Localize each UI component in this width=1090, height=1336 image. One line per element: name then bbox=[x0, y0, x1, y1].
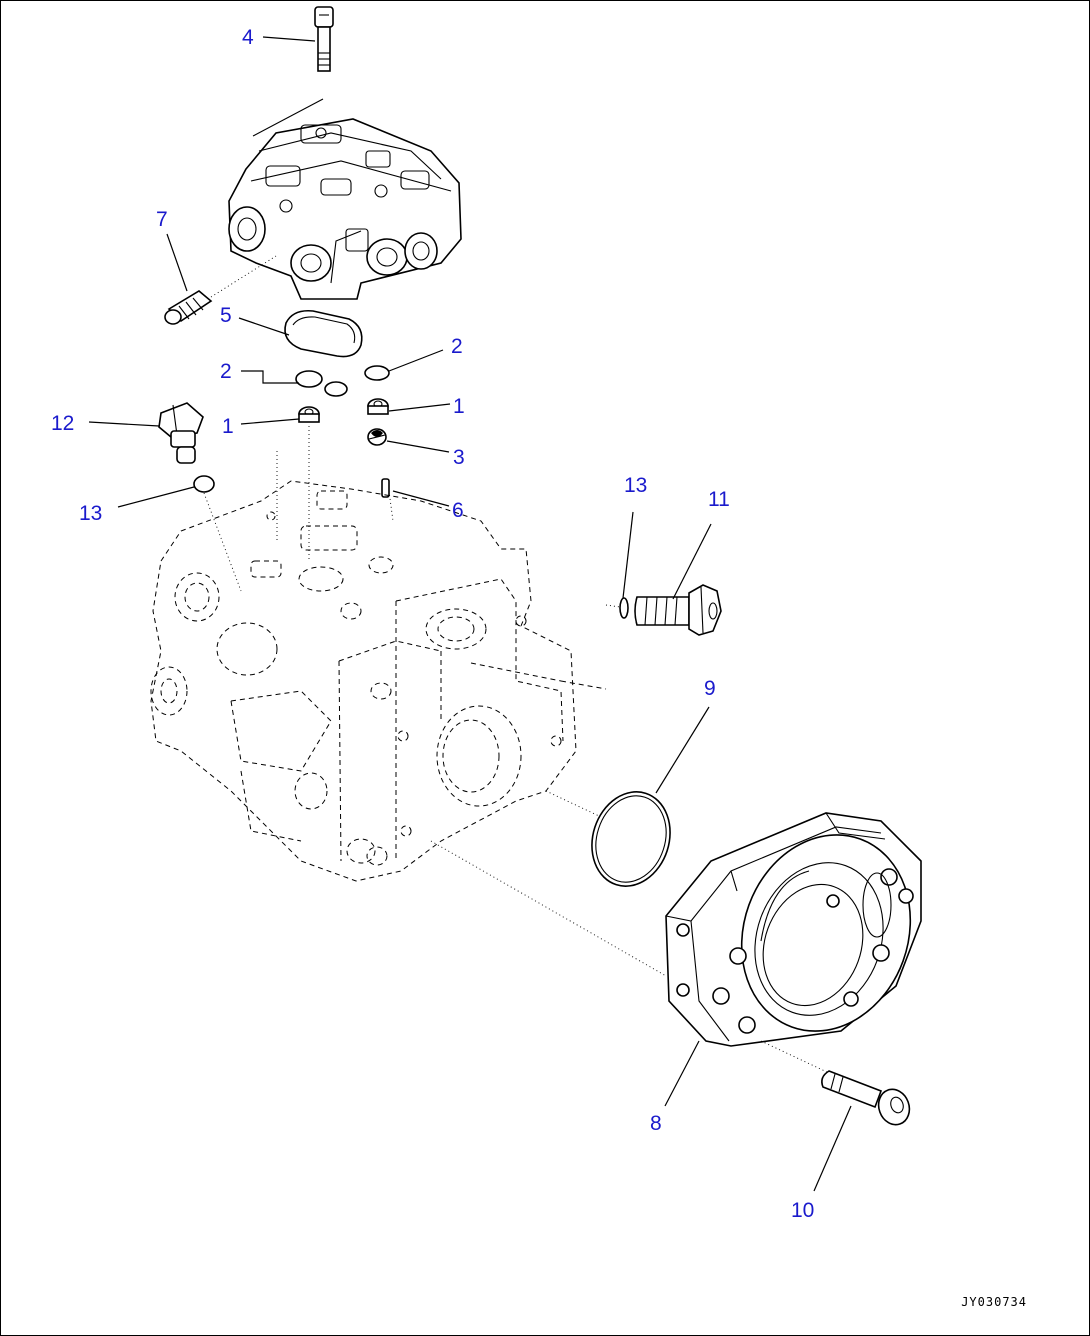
callout-13-right: 13 bbox=[624, 474, 647, 497]
callout-9: 9 bbox=[704, 677, 716, 700]
callout-7: 7 bbox=[156, 208, 168, 231]
part-11-bolt bbox=[634, 584, 722, 636]
part-3-spring bbox=[367, 428, 387, 446]
callout-1-right: 1 bbox=[453, 395, 465, 418]
part-7-plug bbox=[164, 255, 277, 325]
control-valve-block bbox=[228, 98, 462, 300]
part-12-plug bbox=[158, 402, 204, 464]
callout-labels: 4 7 5 2 2 1 1 3 12 13 6 13 11 9 8 10 bbox=[51, 26, 814, 1222]
callout-3: 3 bbox=[453, 446, 465, 469]
part-1-fittings bbox=[298, 398, 389, 423]
callout-6: 6 bbox=[452, 499, 464, 522]
callout-12: 12 bbox=[51, 412, 74, 435]
part-4-bolt bbox=[314, 6, 334, 72]
part-8-flange bbox=[665, 812, 922, 1047]
callout-2-right: 2 bbox=[451, 335, 463, 358]
callout-11: 11 bbox=[708, 488, 730, 511]
callout-5: 5 bbox=[220, 304, 232, 327]
part-13-oring-right bbox=[605, 597, 629, 619]
callout-13-left: 13 bbox=[79, 502, 102, 525]
callout-1-left: 1 bbox=[222, 415, 234, 438]
leader-lines bbox=[88, 36, 852, 1192]
part-6-pin bbox=[381, 478, 390, 498]
callout-10: 10 bbox=[791, 1199, 814, 1222]
part-9-oring bbox=[430, 790, 671, 977]
part-5-gasket bbox=[284, 309, 363, 358]
part-10-bolt bbox=[760, 1040, 911, 1126]
drawing-code: JY030734 bbox=[961, 1295, 1027, 1309]
callout-4: 4 bbox=[242, 26, 254, 49]
pump-housing bbox=[150, 426, 607, 882]
callout-2-left: 2 bbox=[220, 360, 232, 383]
callout-8: 8 bbox=[650, 1112, 662, 1135]
part-2-orings bbox=[295, 365, 390, 397]
part-13-oring-left bbox=[193, 475, 242, 592]
